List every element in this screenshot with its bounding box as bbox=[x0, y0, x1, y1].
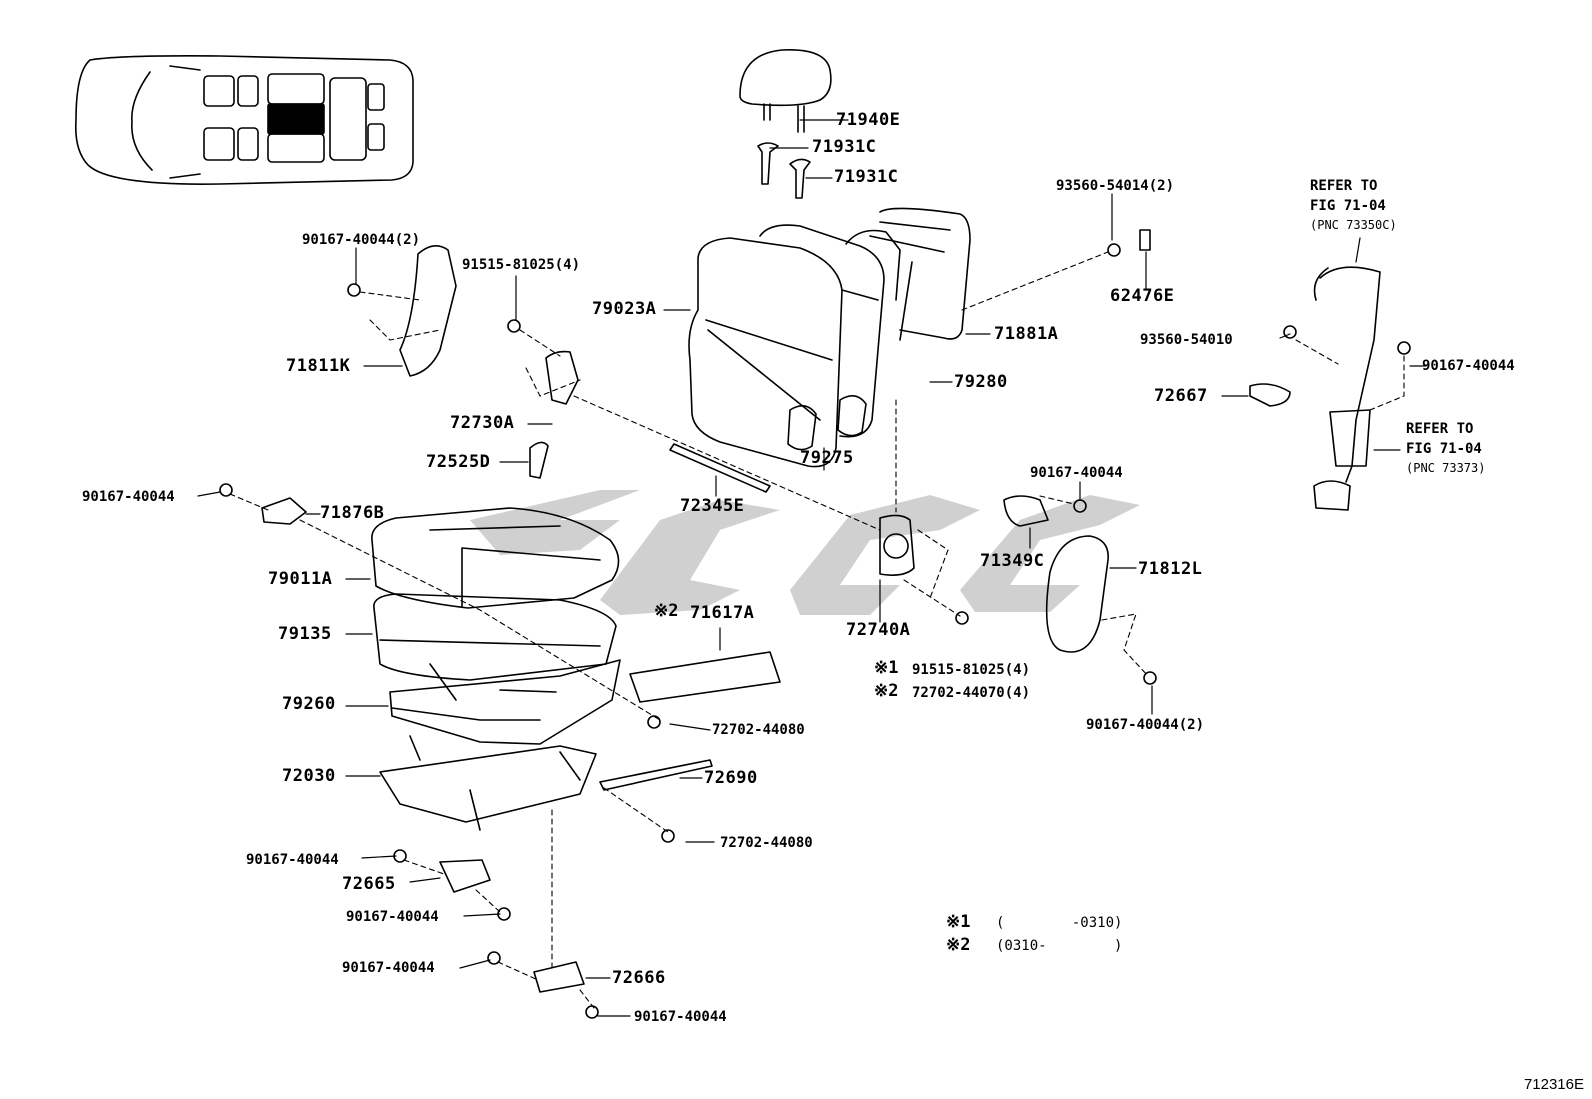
part-label-72667: 72667 bbox=[1154, 386, 1208, 406]
part-label-72665: 72665 bbox=[342, 874, 396, 894]
footnote-range-2: (0310- ) bbox=[996, 938, 1123, 954]
part-label-71940E: 71940E bbox=[836, 110, 901, 130]
part-label-90167-40044: 90167-40044 bbox=[82, 489, 175, 505]
part-label-79275: 79275 bbox=[800, 448, 854, 468]
part-label-71812L: 71812L bbox=[1138, 559, 1203, 579]
part-label-71349C: 71349C bbox=[980, 551, 1045, 571]
part-label-90167-40044: 90167-40044 bbox=[1030, 465, 1123, 481]
part-label-79260: 79260 bbox=[282, 694, 336, 714]
part-label-79280: 79280 bbox=[954, 372, 1008, 392]
part-label-71931C: 71931C bbox=[834, 167, 899, 187]
part-label-90167-40044: 90167-40044 bbox=[246, 852, 339, 868]
part-label-72030: 72030 bbox=[282, 766, 336, 786]
vehicle-overview-icon bbox=[74, 55, 414, 185]
seat-frame-drawing bbox=[261, 245, 1109, 993]
part-label-71881A: 71881A bbox=[994, 324, 1059, 344]
part-label-72740A: 72740A bbox=[846, 620, 911, 640]
part-label-72730A: 72730A bbox=[450, 413, 515, 433]
part-label-90167-40044-2: 90167-40044(2) bbox=[1086, 717, 1205, 733]
refer-to-fig: FIG 71-04 bbox=[1310, 198, 1386, 214]
part-label-90167-40044: 90167-40044 bbox=[1422, 358, 1515, 374]
part-label-93560-54014: 93560-54014(2) bbox=[1056, 178, 1175, 194]
seat-belt-drawing bbox=[1249, 266, 1381, 511]
part-label-93560-54010: 93560-54010 bbox=[1140, 332, 1233, 348]
part-label-91515-81025-4: 91515-81025(4) bbox=[912, 662, 1031, 678]
note-mark-2: ※2 bbox=[874, 681, 899, 701]
dashed-assembly-lines bbox=[229, 251, 1405, 1009]
footnote-mark-2: ※2 bbox=[946, 935, 971, 955]
refer-to-fig: FIG 71-04 bbox=[1406, 441, 1482, 457]
part-label-71876B: 71876B bbox=[320, 503, 385, 523]
part-label-71811K: 71811K bbox=[286, 356, 351, 376]
part-label-72702-44080: 72702-44080 bbox=[712, 722, 805, 738]
watermark-logo bbox=[470, 490, 1140, 615]
refer-to-pnc: (PNC 73373) bbox=[1406, 461, 1486, 475]
refer-to-pnc: (PNC 73350C) bbox=[1310, 218, 1397, 232]
seatback-drawing bbox=[688, 207, 971, 468]
part-label-62476E: 62476E bbox=[1110, 286, 1175, 306]
part-label-90167-40044-2: 90167-40044(2) bbox=[302, 232, 421, 248]
note-mark-2: ※2 bbox=[654, 601, 679, 621]
part-label-71931C: 71931C bbox=[812, 137, 877, 157]
part-label-72525D: 72525D bbox=[426, 452, 491, 472]
headrest-drawing bbox=[739, 49, 832, 199]
part-label-72690: 72690 bbox=[704, 768, 758, 788]
footnote-range-1: ( -0310) bbox=[996, 915, 1123, 931]
seat-cushion-drawing bbox=[371, 507, 620, 701]
refer-to-title: REFER TO bbox=[1310, 178, 1378, 194]
part-label-79011A: 79011A bbox=[268, 569, 333, 589]
figure-id: 712316E bbox=[1523, 1076, 1584, 1093]
part-label-79023A: 79023A bbox=[592, 299, 657, 319]
part-label-91515-81025-4: 91515-81025(4) bbox=[462, 257, 581, 273]
part-label-72702-44080: 72702-44080 bbox=[720, 835, 813, 851]
refer-to-title: REFER TO bbox=[1406, 421, 1474, 437]
part-label-72702-44070-4: 72702-44070(4) bbox=[912, 685, 1031, 701]
part-label-90167-40044: 90167-40044 bbox=[346, 909, 439, 925]
fastener-drawings bbox=[219, 229, 1411, 1019]
footnote-mark-1: ※1 bbox=[946, 912, 971, 932]
part-label-90167-40044: 90167-40044 bbox=[342, 960, 435, 976]
part-label-79135: 79135 bbox=[278, 624, 332, 644]
part-label-71617A: 71617A bbox=[690, 603, 755, 623]
part-label-90167-40044: 90167-40044 bbox=[634, 1009, 727, 1025]
note-mark-1: ※1 bbox=[874, 658, 899, 678]
part-label-72666: 72666 bbox=[612, 968, 666, 988]
part-label-72345E: 72345E bbox=[680, 496, 745, 516]
leader-lines bbox=[197, 119, 1427, 1017]
